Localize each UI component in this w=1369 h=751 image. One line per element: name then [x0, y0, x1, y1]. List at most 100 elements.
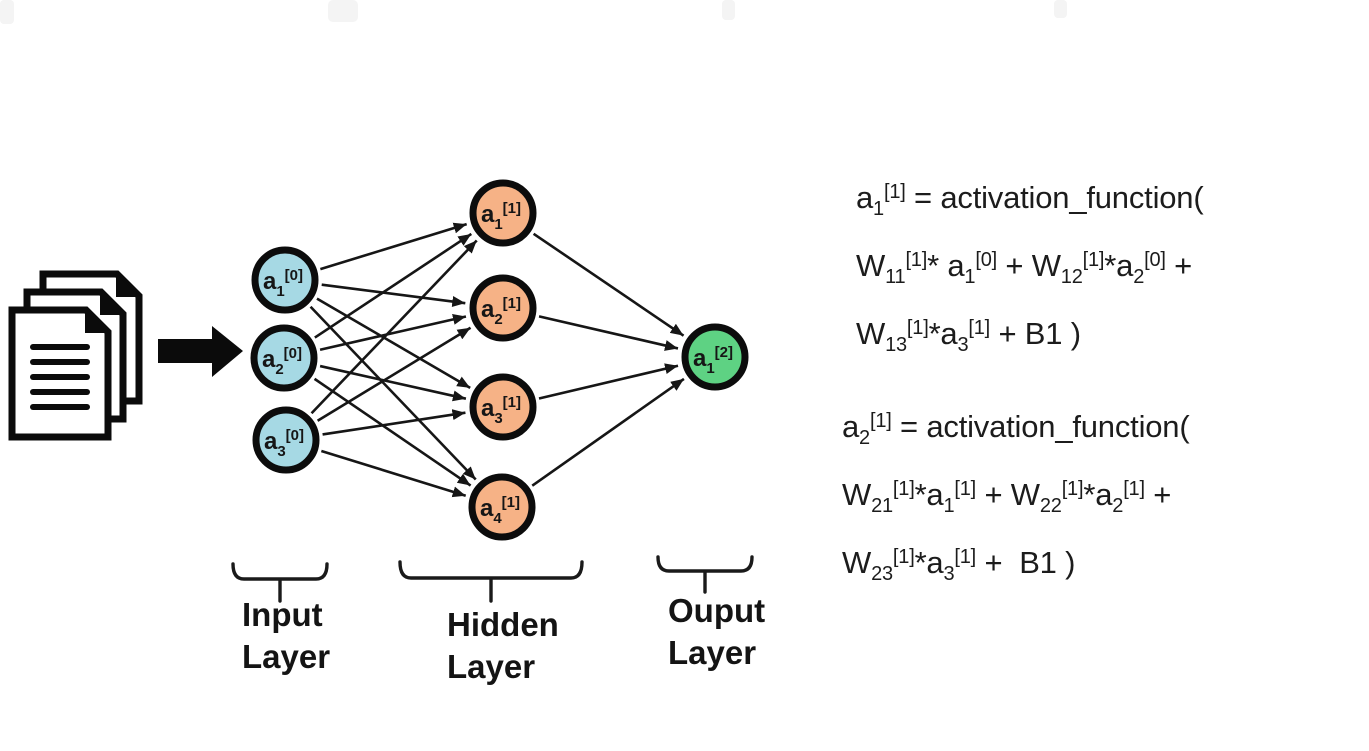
document-text-lines	[30, 344, 90, 410]
activation-formula-a2: a2[1] = activation_function(W21[1]*a1[1]…	[842, 396, 1190, 600]
network-edge-a2_0-a4_1	[313, 377, 472, 487]
formula-text: W	[842, 477, 872, 512]
network-edge-a1_0-a2_1	[321, 283, 466, 307]
formula-line: W11[1]* a1[0] + W12[1]*a2[0] +	[856, 235, 1203, 303]
formula-sub: 1	[943, 495, 955, 517]
hidden-layer-label: Hidden Layer	[447, 604, 559, 688]
network-edge-a2_0-a1_1	[314, 232, 473, 339]
formula-text: *a	[914, 477, 944, 512]
output-layer-label: Ouput Layer	[668, 590, 765, 674]
node-label: a3[0]	[264, 427, 304, 460]
document-text-line	[30, 374, 90, 380]
network-node-a2_0: a2[0]	[250, 324, 318, 392]
formula-line: a1[1] = activation_function(	[856, 167, 1204, 235]
document-text-line	[30, 359, 90, 365]
network-edge-a2_0-a3_1	[319, 364, 467, 402]
network-node-a3_1: a3[1]	[469, 373, 537, 441]
formula-text: *a	[914, 545, 944, 580]
formula-text: + W	[976, 477, 1040, 512]
right-arrow-icon	[158, 326, 243, 377]
formula-sub: 11	[885, 266, 906, 288]
formula-sup: [0]	[1144, 249, 1166, 271]
layer-braces	[231, 555, 754, 603]
formula-sup: [1]	[954, 546, 977, 568]
document-text-line	[30, 389, 90, 395]
node-label: a1[0]	[263, 267, 303, 300]
formula-sup: [1]	[954, 478, 977, 500]
formula-text: +	[1144, 477, 1172, 512]
formula-sub: 21	[871, 495, 893, 517]
document-fold-back	[116, 271, 142, 297]
brace-hidden-layer	[398, 560, 584, 603]
node-circle	[681, 323, 749, 391]
network-node-a3_0: a3[0]	[252, 406, 320, 474]
formula-text: = activation_function(	[905, 180, 1204, 215]
network-edge-a1_1-a1_2	[532, 232, 685, 337]
formula-text: *a	[928, 316, 958, 351]
formula-text: W	[856, 248, 886, 283]
network-edge-a3_0-a4_1	[320, 449, 467, 498]
formula-sub: 1	[964, 266, 976, 288]
node-circle	[469, 373, 537, 441]
network-edge-a1_0-a4_1	[309, 305, 477, 481]
network-nodes: a1[0]a2[0]a3[0]a1[1]a2[1]a3[1]a4[1]a1[2]	[250, 179, 749, 541]
label-line: Layer	[242, 638, 331, 675]
formula-sub: 3	[943, 563, 955, 585]
node-label: a1[1]	[481, 200, 521, 233]
network-node-a2_1: a2[1]	[469, 274, 537, 342]
node-circle	[469, 179, 537, 247]
formula-sub: 12	[1060, 266, 1083, 288]
label-line: Hidden	[447, 606, 559, 643]
node-circle	[468, 473, 536, 541]
network-edge-a3_1-a1_2	[538, 363, 679, 400]
network-edge-a3_0-a3_1	[322, 409, 466, 436]
label-line: Input	[242, 596, 323, 633]
formula-sub: 2	[859, 427, 870, 449]
formula-sub: 3	[957, 334, 969, 356]
formula-text: W	[856, 316, 886, 351]
formula-text: + B1 )	[976, 545, 1076, 580]
formula-text: = activation_function(	[891, 409, 1190, 444]
document-stack-icon	[8, 270, 143, 441]
formula-line: W23[1]*a3[1] + B1 )	[842, 532, 1189, 600]
network-edge-a3_0-a2_1	[316, 326, 472, 422]
network-node-a1_0: a1[0]	[251, 246, 319, 314]
node-label: a2[0]	[262, 345, 302, 378]
document-text-line	[30, 344, 90, 350]
network-edges	[309, 222, 685, 498]
network-edge-a1_0-a1_1	[319, 222, 468, 271]
network-edge-a1_0-a3_1	[316, 297, 471, 389]
formula-sup: [1]	[1061, 478, 1084, 500]
network-edge-a2_1-a1_2	[538, 315, 679, 351]
formula-line: W21[1]*a1[1] + W22[1]*a2[1] +	[842, 464, 1189, 532]
formula-text: + B1 )	[990, 316, 1081, 351]
network-edge-a2_0-a2_1	[319, 313, 467, 352]
label-line: Layer	[668, 634, 757, 671]
formula-sub: 2	[1112, 495, 1124, 517]
formula-text: a	[842, 409, 860, 444]
formula-sup: [1]	[869, 410, 892, 432]
formula-sub: 23	[871, 563, 893, 585]
top-edge-artifacts	[0, 0, 1067, 24]
node-label: a2[1]	[481, 295, 521, 328]
label-line: Ouput	[668, 592, 766, 629]
brace-output-layer	[656, 555, 754, 594]
formula-sup: [1]	[905, 249, 928, 271]
formula-text: +	[1165, 248, 1193, 283]
document-text-line	[30, 404, 90, 410]
top-artifact	[722, 0, 735, 20]
formula-sup: [1]	[892, 546, 915, 568]
network-node-a1_1: a1[1]	[469, 179, 537, 247]
top-artifact	[328, 0, 358, 22]
node-label: a3[1]	[481, 394, 521, 427]
formula-sub: 1	[873, 198, 884, 220]
top-artifact	[1054, 0, 1067, 18]
formula-sub: 22	[1039, 495, 1062, 517]
formula-sup: [0]	[975, 249, 997, 271]
formula-sup: [1]	[906, 317, 929, 339]
formula-text: *a	[1083, 477, 1113, 512]
network-edge-a3_0-a1_1	[310, 239, 478, 415]
document-fold-front	[85, 307, 111, 333]
top-artifact	[0, 0, 14, 24]
